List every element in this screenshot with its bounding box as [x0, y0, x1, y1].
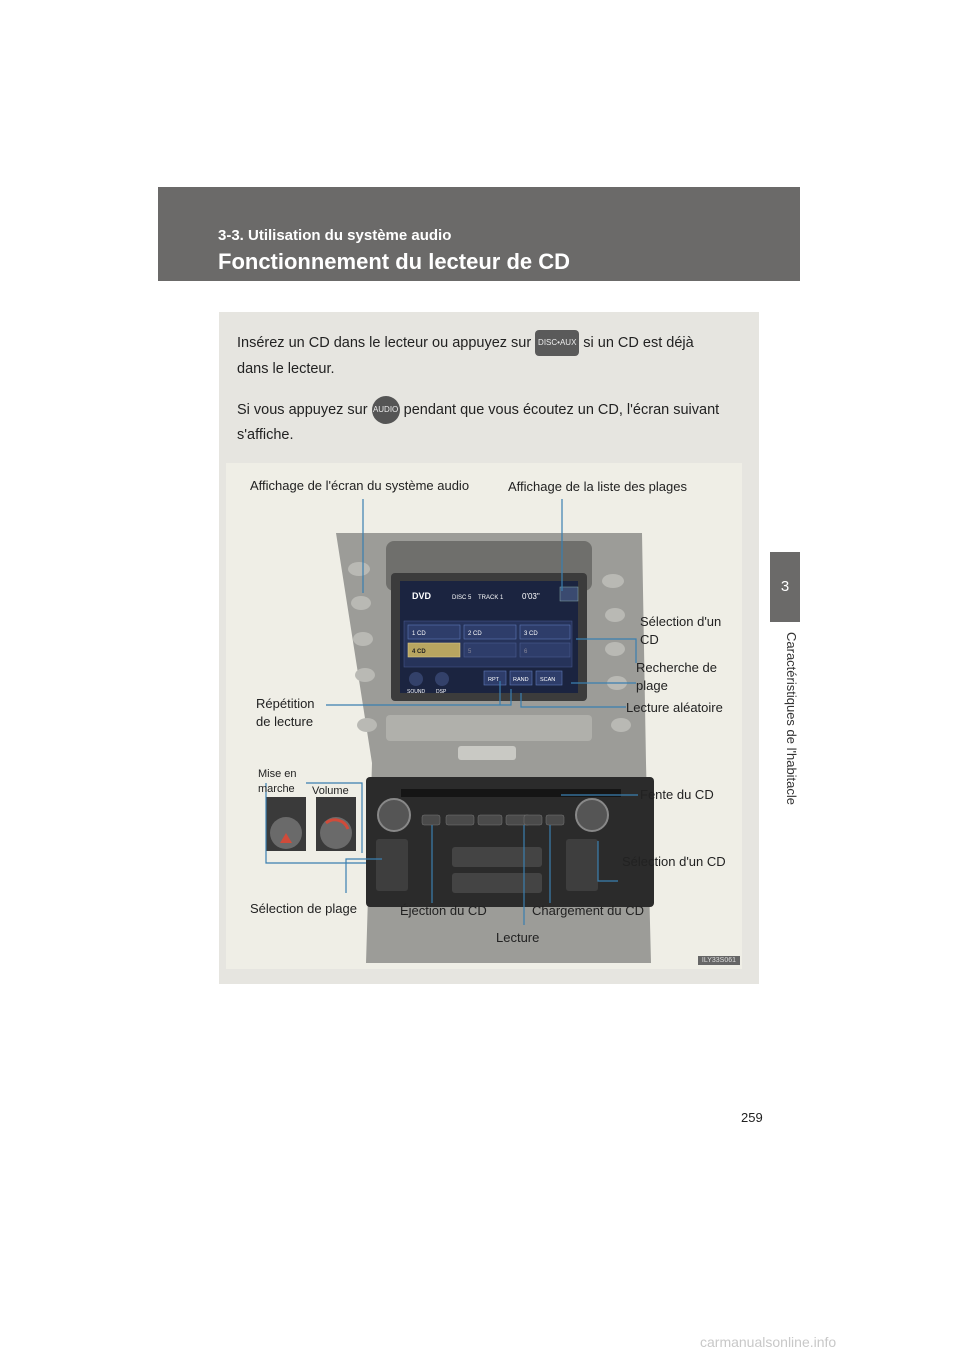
label-scan: Recherche de plage [636, 659, 717, 695]
label-power: Mise en marche [258, 767, 297, 797]
page-number: 259 [741, 1110, 763, 1125]
intro-line-3: Si vous appuyez sur AUDIO pendant que vo… [237, 396, 737, 424]
intro-text: pendant que vous écoutez un CD, l'écran … [403, 401, 720, 418]
screen-track: TRACK 1 [478, 595, 504, 601]
label-eject: Éjection du CD [400, 903, 487, 918]
sound-btn: SOUND [407, 689, 425, 695]
label-repeat: Répétition de lecture [256, 695, 315, 731]
leader-lines [265, 499, 638, 925]
section-title: 3-3. Utilisation du système audio [218, 227, 452, 244]
label-line: de lecture [256, 714, 314, 729]
intro-text: Insérez un CD dans le lecteur ou appuyez… [237, 335, 532, 351]
disc-button-2: 2 CD [468, 631, 482, 637]
screen-bottom-buttons: SOUND DSP RPT RAND SCAN [407, 670, 563, 695]
audio-unit-illustration: DVD DISC 5 TRACK 1 0'03" 1 CD 2 CD 3 CD … [226, 463, 742, 969]
disc-aux-button-icon: DISC•AUX [535, 330, 580, 357]
label-line: plage [636, 678, 668, 693]
intro-text: Si vous appuyez sur [237, 401, 368, 418]
side-buttons [348, 562, 631, 732]
label-line: Sélection d'un [640, 614, 722, 629]
label-random: Lecture aléatoire [626, 700, 723, 715]
disc-button-6: 6 [524, 649, 528, 655]
label-track-list: Affichage de la liste des plages [508, 479, 687, 494]
label-disc-select-2: Sélection d'un CD [622, 854, 726, 869]
disc-button-3: 3 CD [524, 631, 538, 637]
label-audio-screen: Affichage de l'écran du système audio [250, 478, 470, 493]
rpt-btn: RPT [488, 677, 500, 683]
content-panel: Insérez un CD dans le lecteur ou appuyez… [219, 312, 759, 984]
rand-btn: RAND [513, 677, 529, 683]
dsp-btn: DSP [436, 689, 447, 695]
label-slot: Fente du CD [640, 787, 714, 802]
label-load: Chargement du CD [532, 903, 644, 918]
intro-line-4: s'affiche. [237, 427, 294, 443]
audio-button-icon: AUDIO [371, 396, 400, 424]
label-line: CD [640, 632, 659, 647]
disc-button-1: 1 CD [412, 631, 426, 637]
disc-button-5: 5 [468, 649, 472, 655]
image-code: ILY33S061 [697, 956, 740, 965]
label-line: marche [258, 783, 295, 795]
intro-line-2: dans le lecteur. [237, 361, 335, 377]
page-title: Fonctionnement du lecteur de CD [218, 249, 571, 274]
watermark[interactable]: carmanualsonline.info [700, 1334, 837, 1350]
label-volume: Volume [312, 785, 349, 797]
chapter-name: Caractéristiques de l'habitacle [784, 632, 799, 806]
audio-unit-drawing: DVD DISC 5 TRACK 1 0'03" 1 CD 2 CD 3 CD … [265, 499, 654, 963]
intro-line-1: Insérez un CD dans le lecteur ou appuyez… [237, 330, 737, 357]
chapter-header: 3-3. Utilisation du système audio Foncti… [158, 187, 800, 281]
disc-button-4: 4 CD [412, 649, 426, 655]
screen-time: 0'03" [522, 592, 540, 601]
chapter-tab[interactable]: 3 [770, 552, 800, 622]
label-line: Mise en [258, 768, 297, 780]
screen-disc-buttons: 1 CD 2 CD 3 CD 4 CD 5 6 [407, 624, 571, 658]
label-line: Recherche de [636, 660, 717, 675]
cd-buttons [421, 814, 565, 826]
label-track-select: Sélection de plage [250, 901, 357, 916]
screen-mode: DVD [412, 591, 432, 601]
scan-btn: SCAN [540, 677, 555, 683]
intro-text: si un CD est déjà [583, 335, 694, 351]
label-line: Répétition [256, 696, 315, 711]
label-play: Lecture [496, 930, 540, 945]
screen-disc: DISC 5 [452, 595, 472, 601]
